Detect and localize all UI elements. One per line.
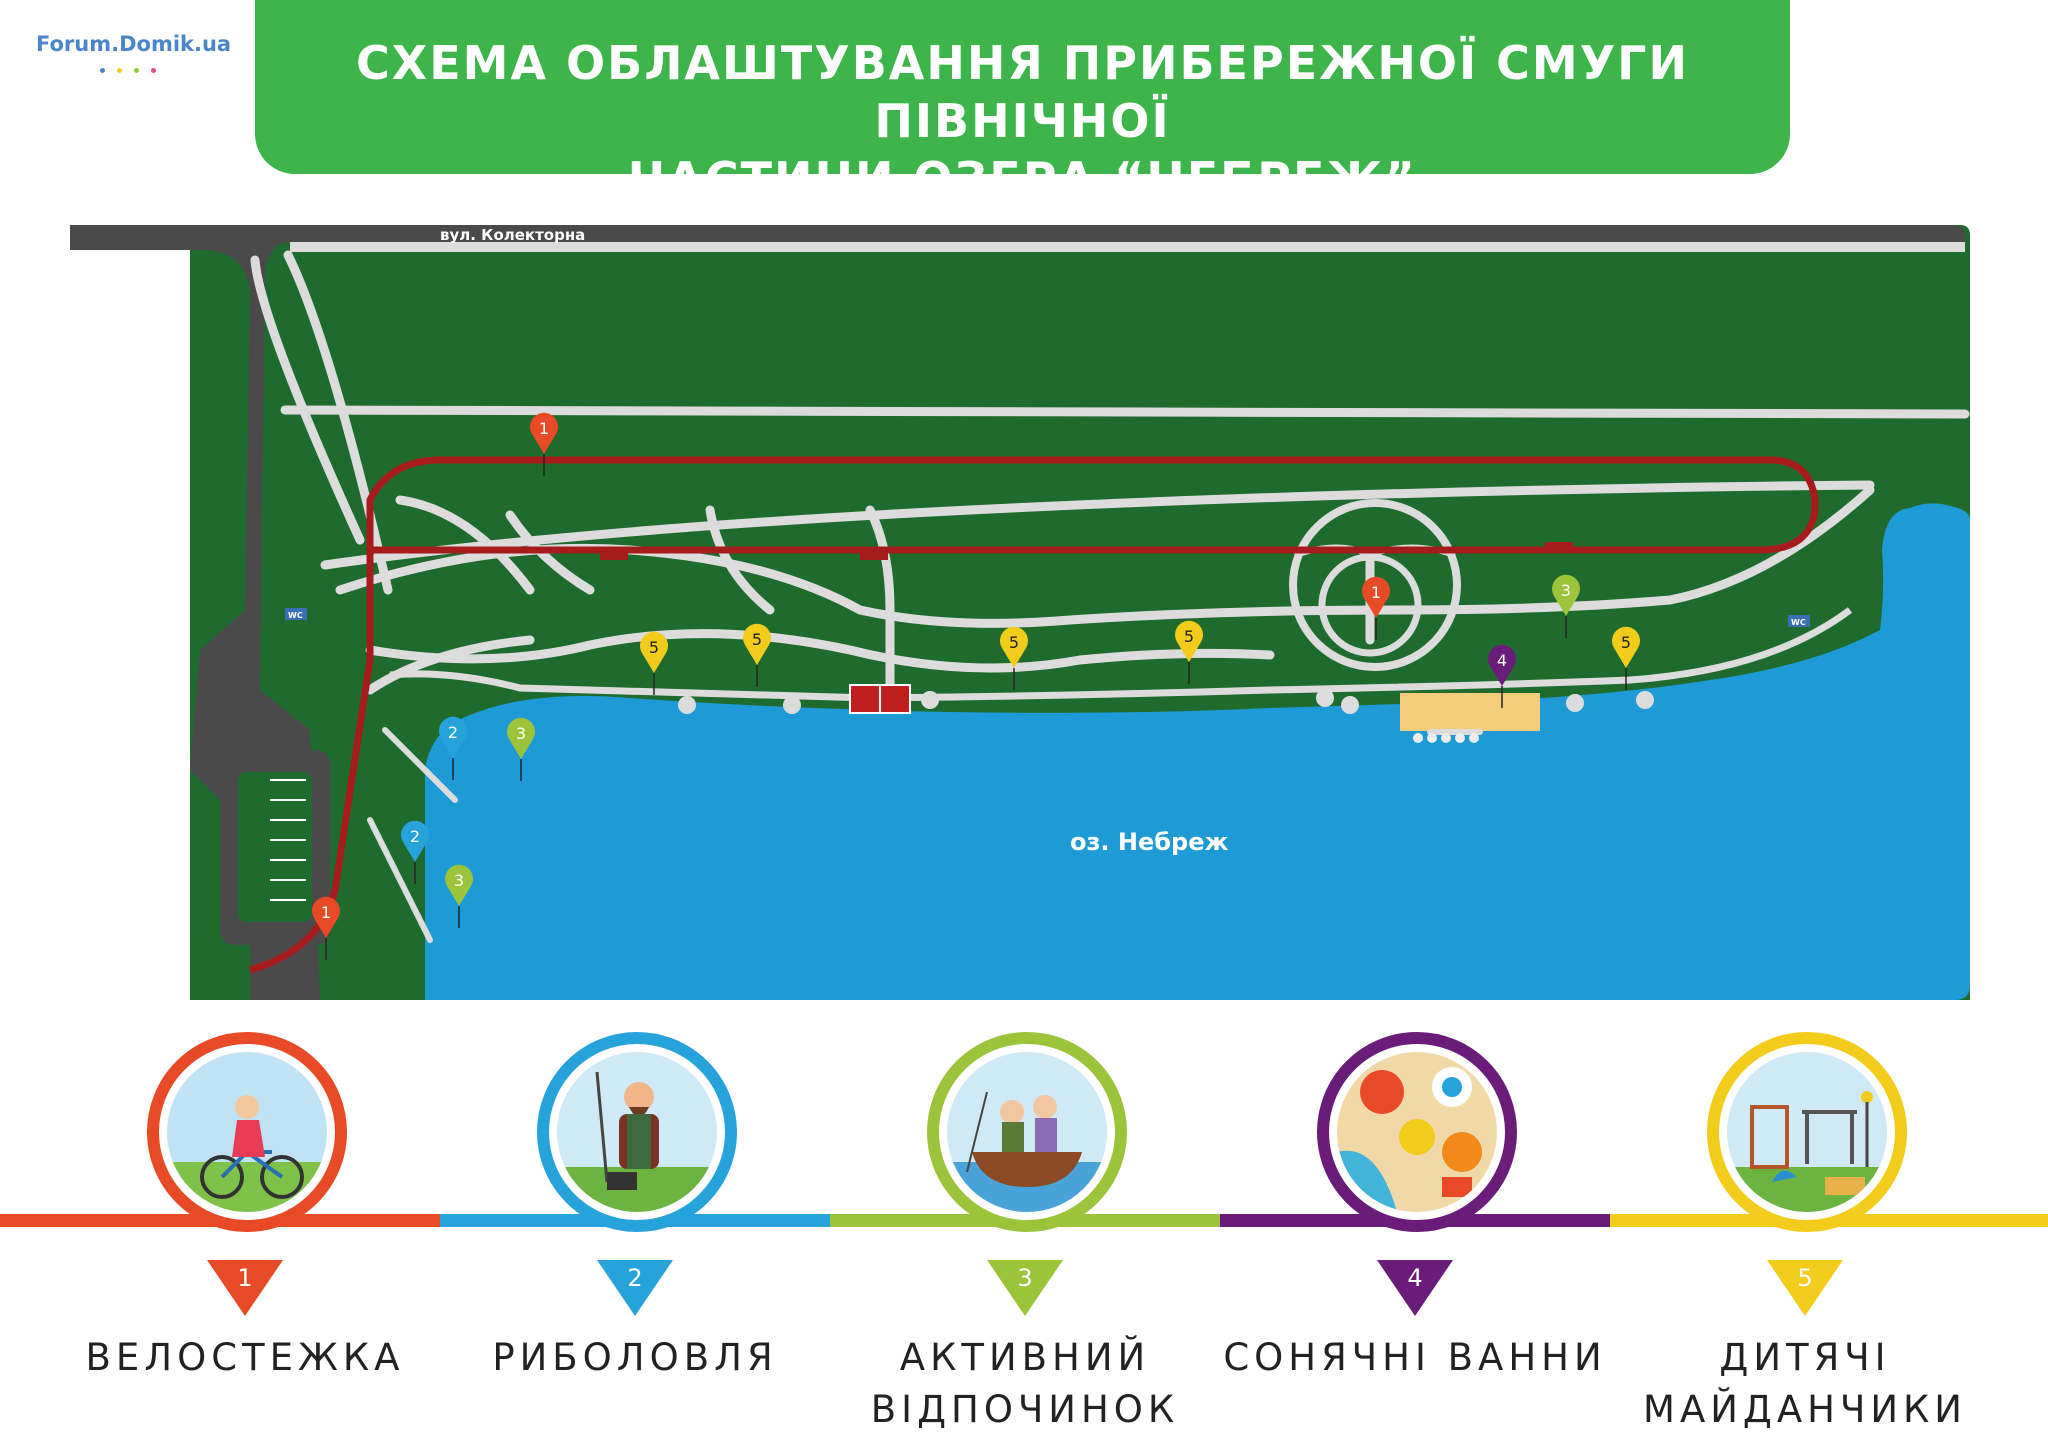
- map-pin-icon: [1488, 644, 1516, 686]
- map-pin-icon: [1612, 626, 1641, 668]
- map-pin-icon: [507, 717, 535, 759]
- map-marker-3: 3: [445, 864, 474, 928]
- map-marker-number: 2: [410, 827, 420, 846]
- legend-label-3: АКТИВНИЙ ВІДПОЧИНОК: [870, 1336, 1180, 1431]
- map-marker-3: 3: [507, 717, 535, 781]
- legend-label-2: РИБОЛОВЛЯ: [492, 1336, 778, 1379]
- map-marker-number: 5: [1621, 633, 1631, 652]
- beach-umbrellas: [1413, 733, 1479, 743]
- title-line-1: СХЕМА ОБЛАШТУВАННЯ ПРИБЕРЕЖНОЇ СМУГИ ПІВ…: [356, 36, 1689, 148]
- building: [860, 550, 888, 560]
- shore-walkway: [389, 607, 1853, 702]
- legend-number-3: 3: [1017, 1264, 1033, 1292]
- watermark-logo: Forum.Domik.ua: [36, 32, 232, 56]
- legend-circle-sunbathing: [1317, 1032, 1517, 1232]
- legend-number-1: 1: [237, 1264, 253, 1292]
- map-pin-icon: [1000, 626, 1028, 668]
- map-pin-icon: [743, 623, 772, 665]
- map-pin-icon: [438, 716, 467, 758]
- map-pin-icon: [312, 896, 341, 938]
- piers: [367, 727, 1483, 943]
- legend-label-1: ВЕЛОСТЕЖКА: [85, 1336, 405, 1379]
- title-line-2: ЧАСТИНИ ОЗЕРА “НЕБРЕЖ”: [628, 152, 1417, 206]
- wc-sign-right: [1788, 615, 1810, 627]
- legend-marker-2: [597, 1260, 673, 1316]
- map-marker-5: 5: [1612, 626, 1641, 690]
- map-marker-5: 5: [640, 631, 668, 695]
- legend-label-5: ДИТЯЧІ МАЙДАНЧИКИ: [1643, 1336, 1967, 1431]
- legend-marker-4: [1377, 1260, 1453, 1316]
- wc-sign-left: [285, 608, 307, 620]
- lake: [425, 503, 1970, 1000]
- map-marker-1: 1: [1362, 576, 1390, 640]
- map-marker-number: 3: [454, 871, 464, 890]
- map-marker-number: 3: [1561, 581, 1571, 600]
- building: [1545, 542, 1573, 552]
- map-pin-icon: [640, 631, 668, 673]
- map-marker-number: 5: [1009, 633, 1019, 652]
- beach-umbrella-icon: [1337, 1052, 1497, 1212]
- map-marker-number: 4: [1497, 651, 1507, 670]
- map-pin-icon: [401, 820, 430, 862]
- map-marker-1: 1: [312, 896, 341, 960]
- map-marker-number: 1: [321, 903, 331, 922]
- map-marker-2: 2: [438, 716, 467, 780]
- street-label: вул. Колекторна: [440, 226, 585, 244]
- map-marker-number: 5: [752, 630, 762, 649]
- map-marker-number: 1: [1371, 583, 1381, 602]
- round-plaza: [1289, 499, 1461, 671]
- legend-number-2: 2: [627, 1264, 643, 1292]
- legend-circle-fishing: [537, 1032, 737, 1232]
- map-marker-number: 5: [1184, 627, 1194, 646]
- sidewalk: [290, 242, 1965, 252]
- legend-marker-1: [207, 1260, 283, 1316]
- watermark-dots: [100, 60, 170, 73]
- fisherman-icon: [557, 1052, 717, 1212]
- legend-number-5: 5: [1797, 1264, 1813, 1292]
- map-marker-3: 3: [1551, 574, 1580, 638]
- legend-number-4: 4: [1407, 1264, 1423, 1292]
- beach: [1400, 693, 1540, 731]
- map-marker-2: 2: [401, 820, 430, 884]
- playgrounds: [678, 689, 1654, 714]
- building: [600, 550, 628, 560]
- map-pin-icon: [445, 864, 474, 906]
- wc-label-right: WC: [1791, 618, 1806, 627]
- parking-inner: [238, 772, 312, 922]
- map-pin-icon: [530, 412, 558, 454]
- parking-spaces: [270, 779, 306, 901]
- map-marker-number: 5: [649, 638, 659, 657]
- legend-marker-5: [1767, 1260, 1843, 1316]
- map-pin-icon: [1175, 620, 1203, 662]
- lake-label: оз. Небреж: [1070, 828, 1228, 856]
- map-marker-4: 4: [1488, 644, 1516, 708]
- legend-circle-cycling: [147, 1032, 347, 1232]
- map-pin-icon: [1362, 576, 1390, 618]
- map-pin-icon: [1551, 574, 1580, 616]
- markers: 1 1 1 2 2 3 3 3 4 5 5 5 5 5: [312, 412, 1641, 960]
- map-marker-number: 1: [539, 419, 549, 438]
- lake-map: WC WC вул. Колекторна оз. Небреж 1 1 1 2 2 3 3…: [70, 225, 1970, 1000]
- legend-circle-active: [927, 1032, 1127, 1232]
- page-title: СХЕМА ОБЛАШТУВАННЯ ПРИБЕРЕЖНОЇ СМУГИ ПІВ…: [255, 34, 1790, 208]
- map-marker-number: 2: [448, 723, 458, 742]
- cyclist-icon: [167, 1052, 327, 1212]
- map-marker-number: 3: [516, 724, 526, 743]
- playground-icon: [1727, 1052, 1887, 1212]
- title-banner: СХЕМА ОБЛАШТУВАННЯ ПРИБЕРЕЖНОЇ СМУГИ ПІВ…: [255, 0, 1790, 206]
- legend-circle-playground: [1707, 1032, 1907, 1232]
- boat-icon: [947, 1052, 1107, 1212]
- map-marker-5: 5: [1000, 626, 1028, 690]
- legend-marker-3: [987, 1260, 1063, 1316]
- map-marker-5: 5: [743, 623, 772, 687]
- map-marker-5: 5: [1175, 620, 1203, 684]
- map-marker-1: 1: [530, 412, 558, 476]
- legend-label-4: СОНЯЧНІ ВАННИ: [1223, 1336, 1607, 1379]
- wc-label-left: WC: [288, 611, 303, 620]
